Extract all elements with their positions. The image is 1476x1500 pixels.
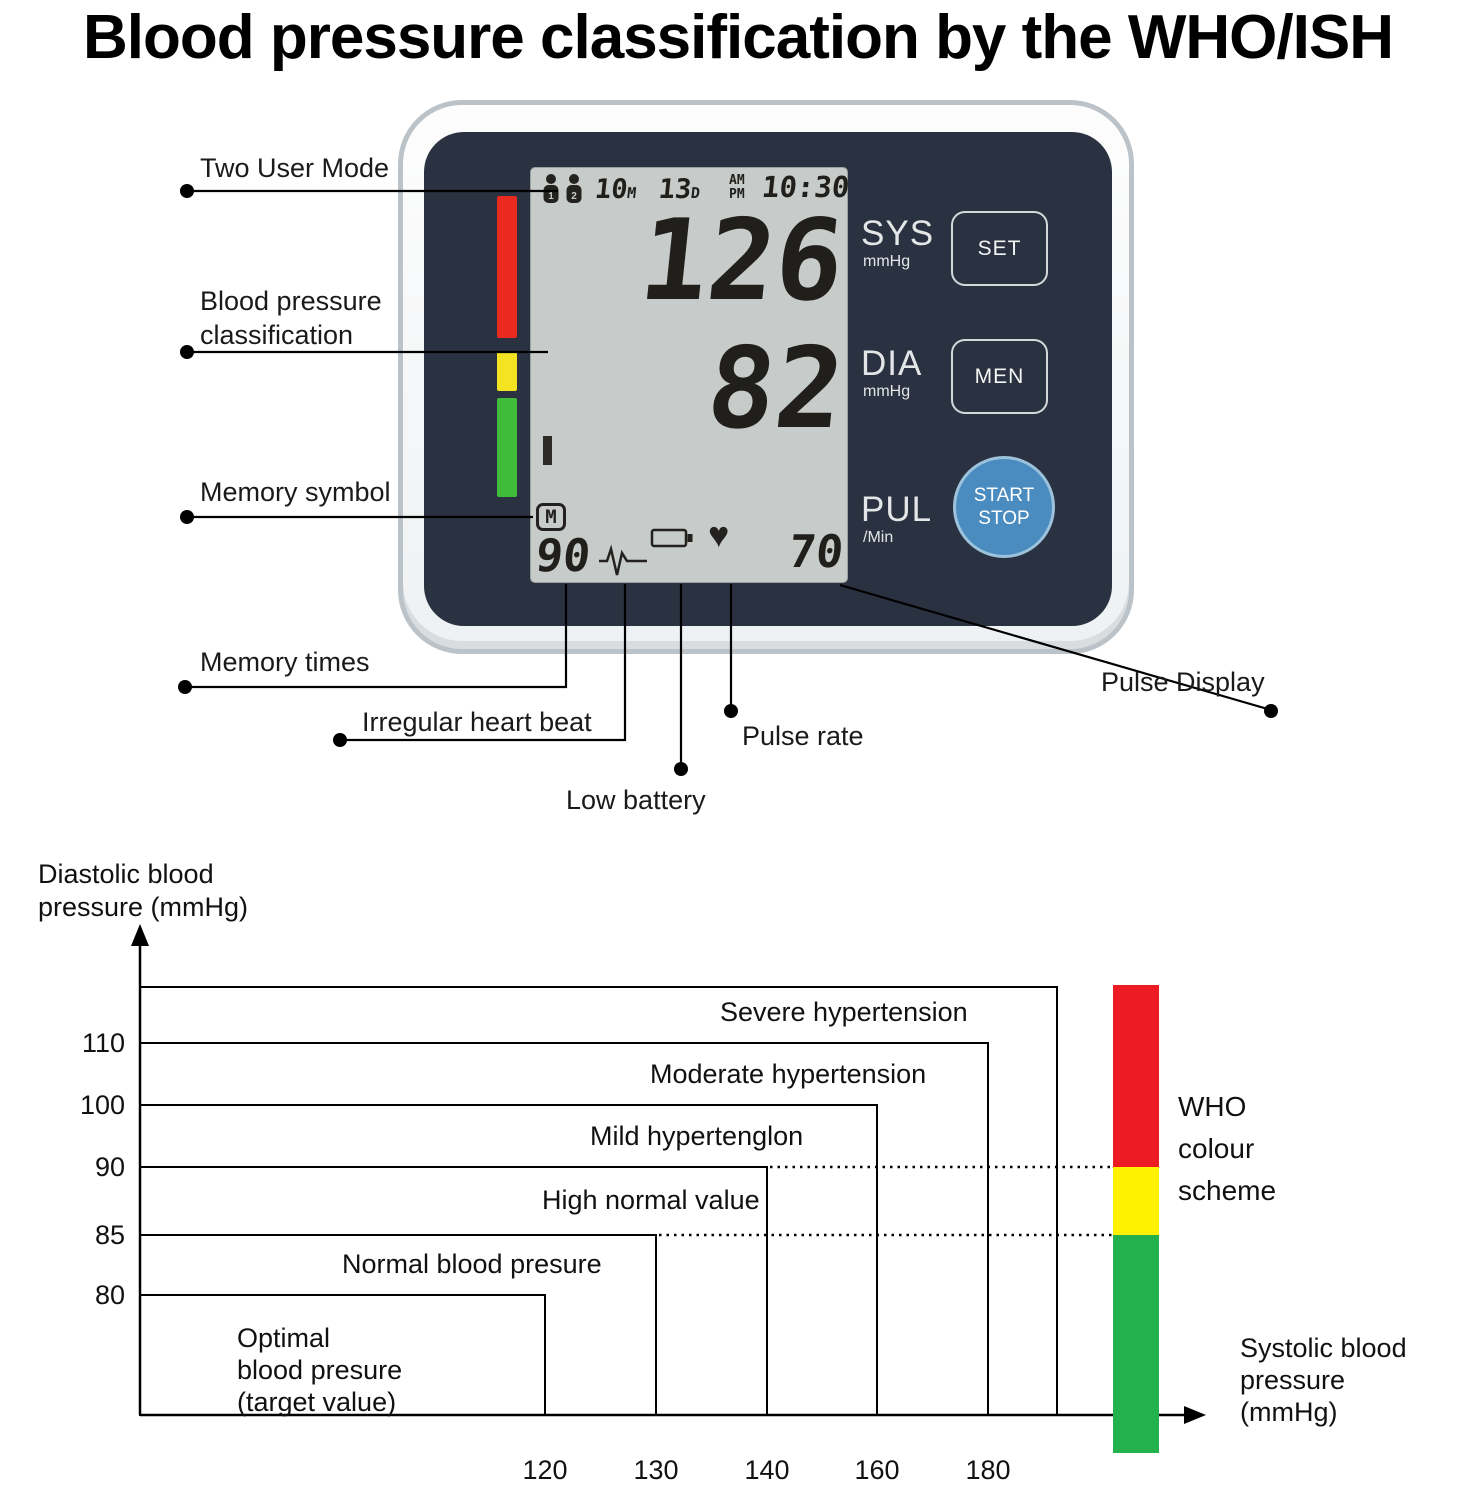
lcd-pm: PM: [729, 187, 745, 202]
x-axis-title-line3: (mmHg): [1240, 1397, 1338, 1427]
y-axis-title-line2: pressure (mmHg): [38, 892, 249, 922]
y-tick-100: 100: [79, 1090, 125, 1120]
men-button: MEN: [951, 339, 1048, 414]
sys-unit-label: mmHg: [863, 253, 911, 270]
classification-boxes: [139, 986, 1058, 1416]
two-user-mode-icons: 1 2: [543, 174, 582, 203]
region-label-optimal-line2: blood presure: [237, 1355, 403, 1385]
user1-number: 1: [548, 191, 554, 202]
x-tick-160: 160: [854, 1455, 900, 1485]
y-axis-title: Diastolic blood pressure (mmHg): [38, 858, 248, 924]
who-bar-green: [1113, 1235, 1159, 1453]
callout-bp-classification: Blood pressure classification: [200, 284, 382, 352]
lcd-display: [530, 167, 848, 583]
x-tick-180: 180: [965, 1455, 1011, 1485]
callout-memory-times: Memory times: [200, 647, 370, 677]
region-label-optimal: Optimal blood presure (target value): [237, 1322, 402, 1418]
device-classification-bar-green: [497, 398, 517, 497]
x-tick-140: 140: [744, 1455, 790, 1485]
callout-bp-classification-line1: Blood pressure: [200, 286, 382, 316]
device-classification-bar-yellow: [497, 352, 517, 391]
region-label-optimal-line3: (target value): [237, 1387, 397, 1417]
who-bar-yellow: [1113, 1167, 1159, 1235]
user2-number: 2: [571, 191, 577, 202]
y-tick-90: 90: [94, 1152, 125, 1182]
set-button: SET: [951, 211, 1048, 286]
legend-line1: WHO: [1178, 1091, 1247, 1122]
who-bar-red: [1113, 985, 1159, 1167]
x-tick-130: 130: [633, 1455, 679, 1485]
region-label-severe: Severe hypertension: [720, 997, 968, 1027]
lcd-ampm: AM PM: [729, 174, 745, 202]
callout-lines: [185, 189, 1272, 768]
page-title: Blood pressure classification by the WHO…: [83, 3, 1394, 72]
callout-dots: [178, 184, 1278, 776]
device-classification-bar-red: [497, 196, 517, 338]
heart-icon: ♥: [708, 514, 730, 555]
region-label-mild: Mild hypertenglon: [590, 1121, 804, 1151]
irregular-heartbeat-icon: [599, 544, 647, 576]
y-tick-110: 110: [81, 1028, 125, 1058]
region-label-moderate: Moderate hypertension: [650, 1059, 927, 1089]
region-label-normal: Normal blood presure: [342, 1249, 602, 1279]
callout-pulse-display: Pulse Display: [1101, 667, 1265, 697]
dia-label: DIA: [861, 344, 923, 383]
start-stop-button: START STOP: [953, 456, 1055, 558]
dia-unit-label: mmHg: [863, 383, 911, 400]
legend-line2: colour: [1178, 1133, 1255, 1164]
x-axis-title: Systolic blood pressure (mmHg): [1240, 1332, 1407, 1428]
callout-memory-symbol: Memory symbol: [200, 477, 391, 507]
x-axis-title-line2: pressure: [1240, 1365, 1346, 1395]
stop-label: STOP: [978, 508, 1030, 529]
lcd-indicator-bar: [543, 436, 552, 465]
low-battery-icon: [650, 528, 693, 548]
callout-two-user-mode: Two User Mode: [200, 153, 390, 183]
callout-bp-classification-line2: classification: [200, 320, 354, 350]
y-axis-title-line1: Diastolic blood: [38, 859, 214, 889]
y-axis-arrow: [131, 924, 149, 946]
start-label: START: [973, 485, 1035, 506]
region-label-optimal-line1: Optimal: [237, 1323, 331, 1353]
sys-label: SYS: [861, 214, 935, 253]
pul-label: PUL: [861, 490, 933, 529]
optimal-box: [139, 1294, 546, 1416]
region-label-high-normal: High normal value: [542, 1185, 760, 1215]
lcd-am: AM: [729, 173, 745, 188]
x-axis-title-line1: Systolic blood: [1240, 1333, 1407, 1363]
dotted-guide-lines: [659, 1165, 1113, 1237]
callout-pulse-rate: Pulse rate: [742, 721, 864, 751]
pul-unit-label: /Min: [863, 529, 894, 546]
y-tick-80: 80: [94, 1280, 125, 1310]
x-tick-120: 120: [522, 1455, 568, 1485]
y-tick-85: 85: [94, 1220, 125, 1250]
callout-irregular-heart-beat: Irregular heart beat: [362, 707, 592, 737]
lcd-memory-symbol: M: [536, 503, 566, 531]
who-colour-scheme-legend: WHO colour scheme: [1178, 1086, 1276, 1212]
x-axis-arrow: [1184, 1406, 1206, 1424]
legend-line3: scheme: [1178, 1175, 1277, 1206]
callout-low-battery: Low battery: [566, 785, 706, 815]
who-colour-bar: [1113, 985, 1159, 1453]
